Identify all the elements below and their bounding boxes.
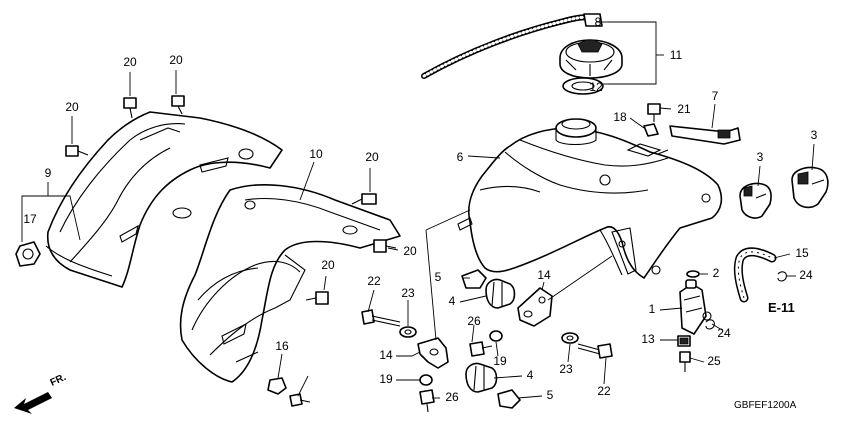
collar-16 — [267, 377, 287, 395]
rubber-mount-3a — [739, 182, 772, 219]
bracket-14-right — [517, 287, 553, 327]
fuel-hose — [733, 247, 777, 303]
hose-clip-24 — [705, 271, 787, 330]
callout-24: 24 — [717, 326, 731, 340]
callout-21: 21 — [677, 102, 691, 116]
washer-23-right — [561, 332, 579, 344]
left-shroud-rear — [45, 111, 283, 288]
callout-20: 20 — [169, 53, 183, 67]
callout-20: 20 — [403, 244, 417, 258]
washer-23-left — [399, 326, 417, 338]
callout-4: 4 — [449, 294, 456, 308]
callout-22: 22 — [367, 274, 381, 288]
callout-7: 7 — [712, 89, 719, 103]
callout-22: 22 — [597, 384, 611, 398]
bolt-22-left — [361, 309, 401, 327]
callout-15: 15 — [795, 246, 809, 260]
callout-20: 20 — [65, 100, 79, 114]
bracket-14-left — [417, 337, 449, 369]
valve-screw-25 — [679, 351, 691, 372]
bolt-20-d — [351, 193, 377, 205]
bolt-26-mid — [469, 341, 493, 357]
bolt-20-e — [373, 239, 397, 253]
bolt-20-b — [171, 95, 185, 115]
callout-11: 11 — [670, 48, 683, 62]
callout-26: 26 — [467, 314, 481, 328]
fuel-cap-gasket — [562, 77, 604, 95]
fuel-valve — [679, 279, 712, 335]
callout-18: 18 — [613, 110, 627, 124]
callout-10: 10 — [309, 147, 323, 161]
collar-17 — [15, 241, 41, 267]
bolt-20-c — [65, 145, 89, 157]
callout-23: 23 — [559, 362, 573, 376]
callout-20: 20 — [321, 258, 335, 272]
callout-3: 3 — [757, 150, 764, 164]
bolt-22-right — [577, 343, 613, 359]
callout-12: 12 — [589, 80, 603, 94]
leader-lines — [21, 21, 815, 399]
callout-20: 20 — [365, 150, 379, 164]
tank-band-7 — [669, 125, 741, 145]
callout-25: 25 — [707, 354, 721, 368]
callout-23: 23 — [401, 286, 415, 300]
callout-26: 26 — [445, 390, 459, 404]
breather-tube — [421, 13, 603, 79]
screw-21 — [647, 103, 661, 122]
rubber-4-upper — [485, 278, 516, 309]
callout-8: 8 — [595, 15, 602, 29]
callout-5: 5 — [435, 270, 442, 284]
bolt-20-f — [305, 291, 329, 305]
valve-screw-13 — [677, 335, 691, 347]
callout-19: 19 — [379, 372, 393, 386]
bolt-20-a — [123, 97, 137, 119]
bolt-26-left — [419, 389, 435, 413]
collar-18 — [643, 123, 659, 137]
callout-1: 1 — [649, 302, 656, 316]
callout-16: 16 — [275, 339, 289, 353]
section-reference-label: E-11 — [768, 300, 795, 315]
front-direction-arrow — [14, 392, 52, 414]
figure-code-label: GBFEF1200A — [734, 400, 797, 411]
callout-4: 4 — [527, 368, 534, 382]
callout-3: 3 — [811, 128, 818, 142]
left-shroud-front — [179, 184, 401, 383]
collar-19-left — [419, 374, 433, 386]
rubber-4-lower — [465, 362, 498, 393]
callout-5: 5 — [547, 388, 554, 402]
fuel-tank — [457, 118, 723, 279]
collar-5-lower — [497, 389, 521, 409]
collar-19-mid — [489, 330, 503, 342]
o-ring-2 — [686, 270, 700, 278]
callout-19: 19 — [493, 354, 507, 368]
collar-5-upper — [461, 269, 487, 289]
fuel-cap — [559, 39, 623, 79]
front-label: FR. — [49, 372, 68, 389]
callout-6: 6 — [457, 150, 464, 164]
callout-20: 20 — [123, 55, 137, 69]
callout-24: 24 — [799, 268, 813, 282]
callout-13: 13 — [641, 332, 655, 346]
bolt-26-low — [289, 393, 311, 407]
rubber-mount-3b — [791, 166, 829, 209]
callout-2: 2 — [713, 266, 720, 280]
callout-17: 17 — [23, 212, 37, 226]
callout-14: 14 — [379, 348, 393, 362]
callout-14: 14 — [537, 268, 551, 282]
callout-9: 9 — [45, 166, 52, 180]
